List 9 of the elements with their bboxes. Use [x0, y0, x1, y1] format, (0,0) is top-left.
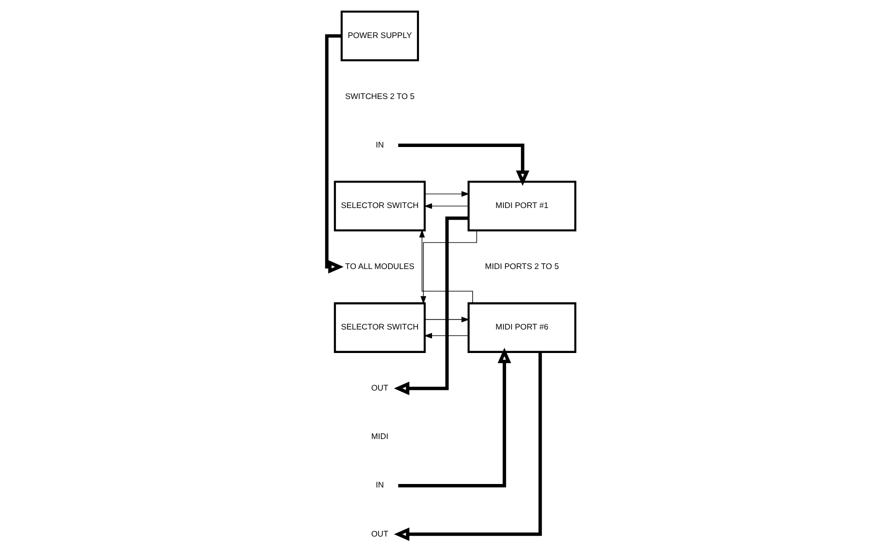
arrow	[424, 191, 470, 197]
arrow	[398, 144, 529, 186]
arrow	[324, 34, 344, 274]
arrow	[398, 348, 511, 488]
arrow	[424, 316, 470, 322]
arrow	[423, 332, 468, 339]
arrow	[423, 203, 468, 209]
arrow	[393, 216, 468, 396]
arrow	[394, 352, 542, 541]
